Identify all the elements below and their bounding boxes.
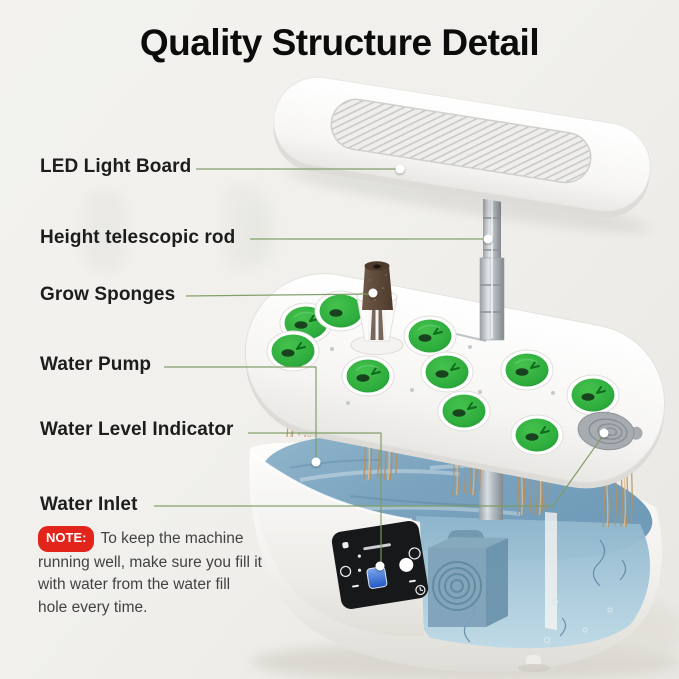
grow-sponge-assembly — [350, 261, 404, 355]
clock-hands — [419, 586, 424, 592]
note-text: running well, make sure you fill it — [38, 553, 262, 571]
leader-inlet — [154, 436, 603, 507]
label-mark — [408, 579, 416, 583]
water-level-indicator-light — [366, 566, 388, 589]
callout-telescopic-rod: Height telescopic rod — [40, 227, 236, 248]
bubbles — [543, 598, 613, 644]
seed-pod — [403, 315, 457, 357]
veg-mode-icon — [342, 542, 349, 549]
background-blur-bottle — [84, 190, 126, 272]
callout-led-light-board: LED Light Board — [40, 156, 192, 177]
callout-water-level-indicator: Water Level Indicator — [40, 419, 234, 440]
leader-dots — [311, 164, 609, 571]
panel-ring-icons — [339, 547, 426, 596]
seed-pod — [437, 390, 491, 432]
pump-grille — [432, 561, 482, 611]
callout-water-pump: Water Pump — [40, 354, 152, 375]
label-mark — [352, 584, 359, 588]
callout-grow-sponges: Grow Sponges — [40, 284, 176, 305]
seed-pods — [266, 290, 620, 456]
leader-level — [248, 432, 382, 562]
note-text: To keep the machine — [100, 530, 244, 547]
led-grille — [330, 98, 592, 184]
seed-pod — [341, 355, 395, 397]
seed-pod — [314, 290, 368, 332]
note-text: with water from the water fill — [38, 576, 231, 593]
led-light-board — [273, 76, 651, 232]
telescopic-rod — [479, 192, 505, 341]
note-badge: NOTE: — [38, 526, 95, 552]
note-text: hole every time. — [38, 598, 148, 616]
background-blur-bottle — [224, 184, 262, 270]
seed-pod — [566, 374, 620, 416]
callout-water-inlet: Water Inlet — [40, 494, 138, 515]
background-blur-bottle — [250, 202, 272, 262]
flower-mode-icon — [339, 565, 352, 578]
note-line-1: NOTE: To keep the machine — [38, 526, 294, 552]
seed-pod — [510, 414, 564, 456]
page-title: Quality Structure Detail — [139, 22, 540, 63]
dot-icon — [357, 568, 362, 572]
clock-icon — [415, 584, 426, 596]
seed-pod — [266, 330, 320, 372]
water-pump-unit — [428, 530, 508, 627]
power-button — [399, 557, 414, 572]
leader-pump — [164, 366, 317, 458]
leader-sponges — [185, 293, 371, 297]
sponge-hole — [373, 264, 381, 269]
panel-icons — [342, 542, 416, 588]
note-block: NOTE: To keep the machine running well, m… — [38, 526, 294, 619]
dot-icon — [357, 554, 361, 558]
seed-pod — [500, 349, 554, 391]
panel-brand-text — [363, 543, 391, 551]
light-mode-icon — [408, 547, 421, 560]
leader-lines — [154, 168, 603, 562]
inner-wall-highlight — [545, 512, 557, 630]
seed-pod — [420, 351, 474, 393]
grow-sponge — [362, 266, 393, 310]
